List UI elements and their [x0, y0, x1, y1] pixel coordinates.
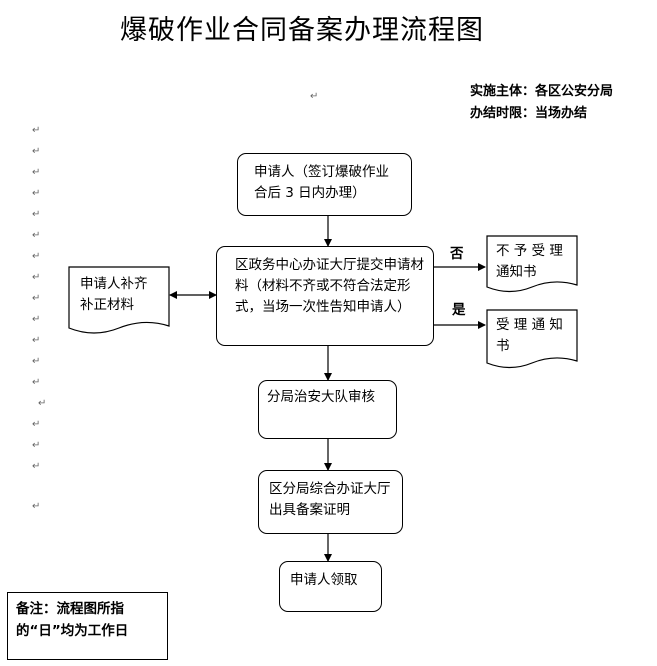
doc-accept-notice: 受 理 通 知 书	[486, 309, 578, 371]
node-review-label: 分局治安大队审核	[267, 389, 375, 405]
doc-supplement-label: 申请人补齐补正材料	[80, 276, 148, 313]
node-review: 分局治安大队审核	[258, 380, 397, 439]
time-limit: 办结时限：当场办结	[470, 106, 588, 121]
footnote-text: 备注：流程图所指的“日”均为工作日	[16, 601, 129, 639]
node-issue-label: 区分局综合办证大厅出具备案证明	[269, 481, 391, 518]
doc-accept-label: 受 理 通 知 书	[496, 317, 563, 354]
footnote-box: 备注：流程图所指的“日”均为工作日	[7, 592, 168, 660]
node-issue-certificate: 区分局综合办证大厅出具备案证明	[258, 470, 403, 534]
doc-supplement: 申请人补齐补正材料	[68, 266, 170, 336]
doc-reject-label: 不 予 受 理 通知书	[496, 243, 563, 280]
node-collect: 申请人领取	[279, 561, 382, 612]
node-applicant-label: 申请人（签订爆破作业合后 3 日内办理）	[254, 164, 389, 201]
doc-reject-notice: 不 予 受 理 通知书	[486, 235, 578, 295]
edge-label-no: 否	[450, 246, 464, 262]
node-applicant: 申请人（签订爆破作业合后 3 日内办理）	[237, 153, 412, 216]
doc-reject-shape	[486, 235, 578, 293]
node-submit-label: 区政务中心办证大厅提交申请材料（材料不齐或不符合法定形式，当场一次性告知申请人）	[235, 257, 424, 315]
implementing-subject: 实施主体：各区公安分局	[470, 84, 614, 99]
doc-supplement-shape	[68, 266, 170, 334]
node-collect-label: 申请人领取	[290, 572, 358, 588]
node-submit-materials: 区政务中心办证大厅提交申请材料（材料不齐或不符合法定形式，当场一次性告知申请人）	[216, 246, 434, 346]
page-title: 爆破作业合同备案办理流程图	[120, 15, 484, 46]
doc-accept-shape	[486, 309, 578, 369]
edge-label-yes: 是	[452, 302, 466, 318]
